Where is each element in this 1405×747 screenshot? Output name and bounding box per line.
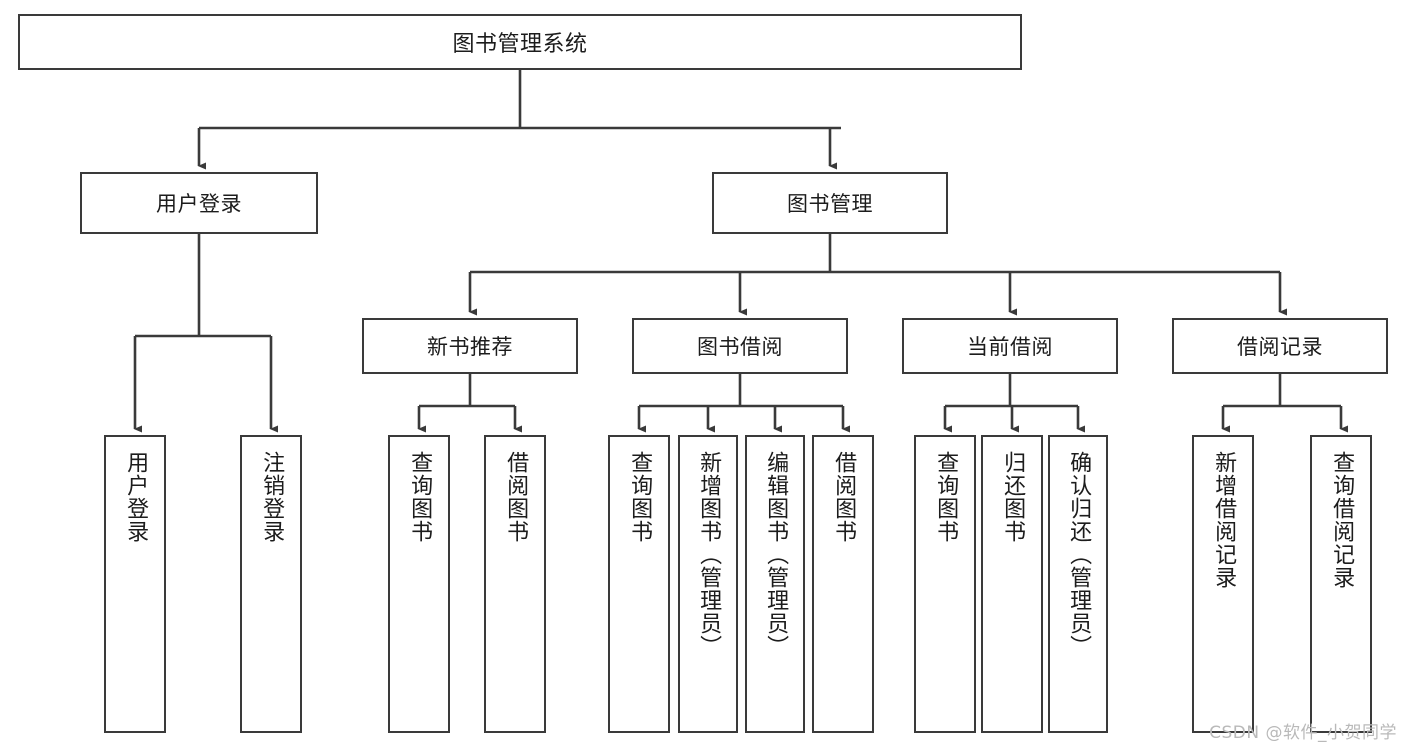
node-root-label: 图书管理系统 [452,32,588,57]
node-leaf-query-book-1-label: 查询图书 [407,451,433,543]
node-leaf-user-logout[interactable]: 注销登录 [240,435,302,733]
node-leaf-confirm-return-admin[interactable]: 确认归还（管理员） [1048,435,1108,733]
node-leaf-borrow-book-2[interactable]: 借阅图书 [812,435,874,733]
node-leaf-query-book-3-label: 查询图书 [933,451,959,543]
node-borrow-record-label: 借阅记录 [1237,335,1323,359]
node-borrow-record[interactable]: 借阅记录 [1172,318,1388,374]
node-book-borrow-label: 图书借阅 [697,335,783,359]
node-user-login-label: 用户登录 [156,192,242,216]
node-current-borrow[interactable]: 当前借阅 [902,318,1118,374]
node-leaf-return-book-label: 归还图书 [1000,451,1026,543]
node-leaf-query-book-1[interactable]: 查询图书 [388,435,450,733]
node-leaf-borrow-book-2-label: 借阅图书 [831,451,857,543]
csdn-watermark: CSDN @软件_小贺同学 [1209,723,1397,743]
node-leaf-borrow-book-1[interactable]: 借阅图书 [484,435,546,733]
node-leaf-borrow-book-1-label: 借阅图书 [503,451,529,543]
node-leaf-user-logout-label: 注销登录 [259,451,285,543]
node-leaf-query-book-3[interactable]: 查询图书 [914,435,976,733]
node-user-login[interactable]: 用户登录 [80,172,318,234]
node-leaf-add-borrow-record-label: 新增借阅记录 [1211,451,1237,589]
node-leaf-query-book-2-label: 查询图书 [627,451,653,543]
node-new-book-recommend-label: 新书推荐 [427,335,513,359]
node-leaf-return-book[interactable]: 归还图书 [981,435,1043,733]
node-leaf-query-borrow-record-label: 查询借阅记录 [1329,451,1355,589]
node-leaf-query-book-2[interactable]: 查询图书 [608,435,670,733]
node-leaf-user-login[interactable]: 用户登录 [104,435,166,733]
node-leaf-edit-book-admin-label: 编辑图书（管理员） [763,451,789,658]
node-leaf-add-borrow-record[interactable]: 新增借阅记录 [1192,435,1254,733]
node-root[interactable]: 图书管理系统 [18,14,1022,70]
node-new-book-recommend[interactable]: 新书推荐 [362,318,578,374]
node-book-borrow[interactable]: 图书借阅 [632,318,848,374]
node-leaf-confirm-return-admin-label: 确认归还（管理员） [1066,451,1092,658]
node-book-manage-label: 图书管理 [787,192,873,216]
node-leaf-add-book-admin[interactable]: 新增图书（管理员） [678,435,738,733]
node-current-borrow-label: 当前借阅 [967,335,1053,359]
node-book-manage[interactable]: 图书管理 [712,172,948,234]
node-leaf-add-book-admin-label: 新增图书（管理员） [696,451,722,658]
node-leaf-query-borrow-record[interactable]: 查询借阅记录 [1310,435,1372,733]
node-leaf-user-login-label: 用户登录 [123,451,149,543]
node-leaf-edit-book-admin[interactable]: 编辑图书（管理员） [745,435,805,733]
